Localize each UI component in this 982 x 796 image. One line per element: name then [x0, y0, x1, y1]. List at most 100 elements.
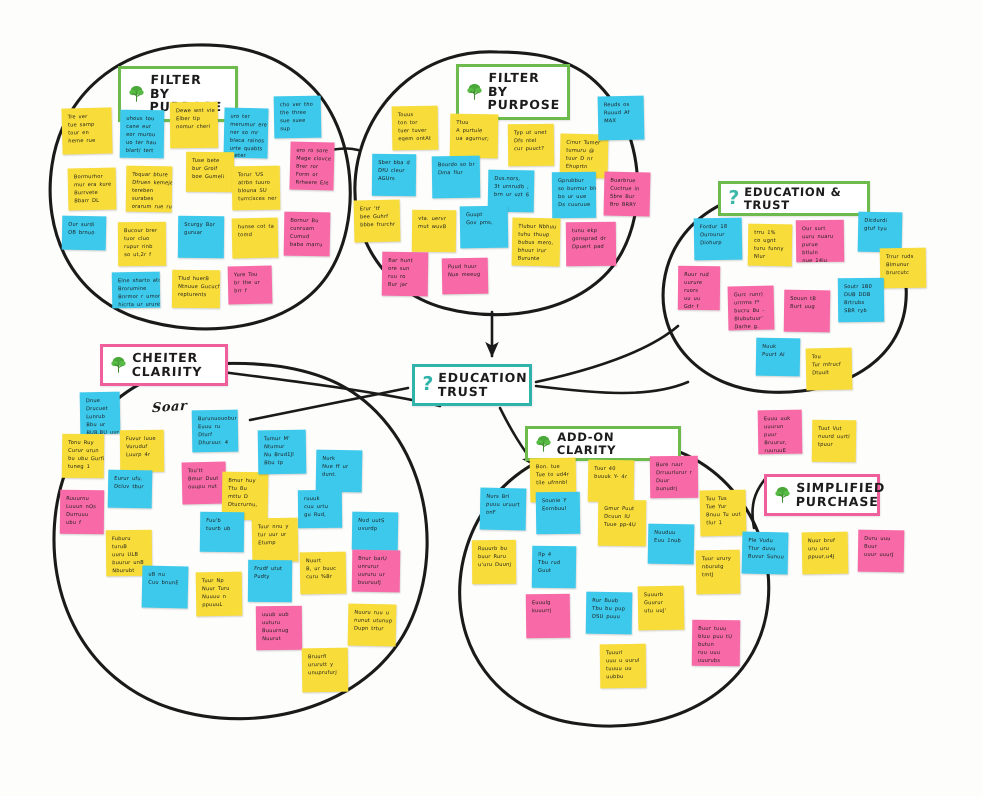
- sticky-note-line: AGUrs: [377, 175, 396, 182]
- cluster-label-education-and-trust[interactable]: ? EDUCATION & TRUST: [718, 181, 870, 217]
- cluster-label-filter-by-purpose-top[interactable]: FILTER BY PURPOSE: [456, 64, 570, 120]
- sticky-note-line: Diohurp: [700, 239, 722, 247]
- sticky-note-line: onF: [485, 509, 497, 516]
- question-mark-icon: ?: [727, 187, 740, 210]
- center-node-education-trust[interactable]: ? EDUCATION TRUST: [412, 364, 532, 406]
- sticky-note[interactable]: Gurc runr)urrrms f*bucru Bu -Blubutuur'D…: [727, 285, 775, 331]
- sticky-note-line: mut wuvB: [417, 223, 447, 231]
- sticky-note-line: gu Rud,: [303, 511, 327, 518]
- sticky-note-line: Vuruduf: [125, 443, 148, 451]
- sticky-note-line: dunt.: [321, 471, 337, 478]
- cluster-label-simplified-purchase[interactable]: SIMPLIFIED PURCHASE: [764, 474, 885, 516]
- sticky-note[interactable]: Eurur ufu.Dcluv tbur: [107, 469, 153, 509]
- cluster-label-checkout-clarity[interactable]: CHEITER CLARIITY: [100, 344, 228, 386]
- cluster-label-add-on-clarity[interactable]: ADD-ON CLARITY: [525, 426, 681, 462]
